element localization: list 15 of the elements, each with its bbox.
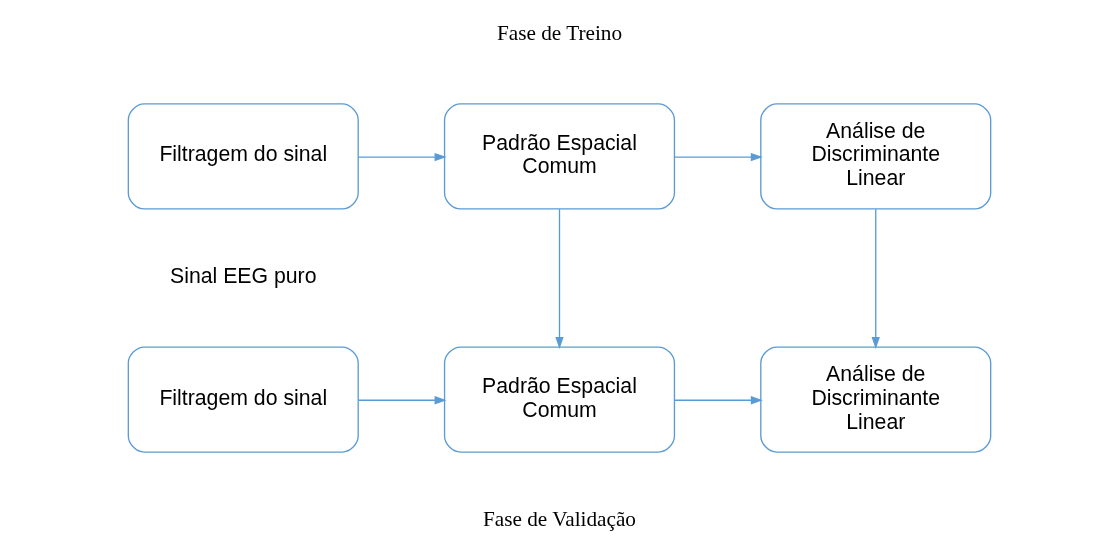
label: Fase de Treino — [496, 20, 622, 45]
arrow — [673, 152, 763, 162]
arrow — [554, 208, 564, 349]
label: Fase de Validação — [482, 507, 636, 532]
label: Sinal EEG puro — [169, 264, 316, 289]
node-box: Filtragem do sinal — [127, 103, 359, 210]
node-box: Análise de Discriminante Linear — [759, 346, 991, 453]
arrow — [357, 396, 447, 405]
arrow — [357, 152, 447, 162]
node-box: Filtragem do sinal — [127, 346, 359, 453]
arrow — [871, 208, 880, 349]
node-box: Análise de Discriminante Linear — [759, 103, 991, 210]
node-box: Padrão Espacial Comum — [443, 346, 675, 453]
node-box: Padrão Espacial Comum — [443, 103, 675, 210]
arrow — [673, 396, 763, 405]
